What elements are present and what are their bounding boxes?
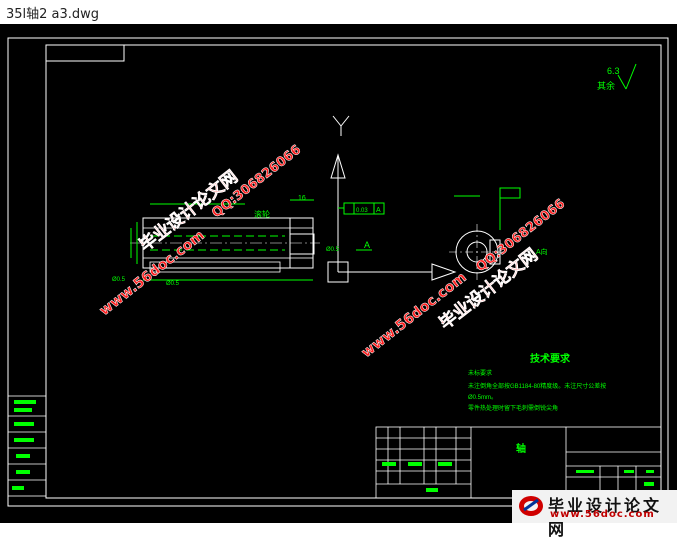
technical-notes: 技术要求 未标要求 未注倒角全部按GB1184-80精度级。未注尺寸公差按 Ø0… [468, 352, 606, 412]
inner-border [45, 44, 662, 499]
datum-label: A [364, 240, 370, 250]
tolerance-datum: A [376, 207, 381, 214]
outer-border [7, 37, 669, 507]
cad-drawing: 6.3 其余 16 [7, 37, 669, 507]
part-name: 轴 [516, 442, 526, 455]
ucs-icon [327, 115, 457, 283]
notes-line-2: 未注倒角全部按GB1184-80精度级。未注尺寸公差按 [468, 382, 606, 390]
dim-left-b: Ø0.5 [166, 281, 180, 287]
roughness-symbol: 6.3 其余 [597, 63, 637, 91]
roughness-value: 6.3 [607, 66, 620, 76]
dim-right: Ø0.5 [326, 247, 340, 253]
shaft-front-view: 16 滚轮 Ø0.5 Ø0.5 Ø0.5 A [112, 195, 372, 287]
left-revision-table [7, 395, 47, 497]
notes-line-3: Ø0.5mm。 [468, 395, 497, 401]
dim-left-a: Ø0.5 [112, 277, 126, 283]
window-titlebar: 35l轴2 a3.dwg [0, 0, 677, 25]
logo-url: www.56doc.com [550, 509, 655, 520]
notes-title: 技术要求 [530, 352, 571, 365]
site-logo: 毕业设计论文网 www.56doc.com [512, 490, 677, 539]
roughness-label: 其余 [597, 80, 615, 91]
section-view: A向 [449, 187, 548, 280]
notes-line-1: 未标要求 [468, 369, 492, 377]
drawing-viewport[interactable]: 6.3 其余 16 [0, 24, 677, 523]
watermark-right: 毕业设计论文网 www.56doc.com QQ:306826066 [358, 196, 568, 361]
label-slot: 滚轮 [254, 209, 270, 219]
section-label: A向 [536, 247, 548, 256]
notes-line-4: 零件热处理时留下毛刺需倒锐尖角 [468, 404, 558, 412]
title-block [375, 426, 662, 499]
window-title: 35l轴2 a3.dwg [6, 7, 100, 22]
tolerance-frame: 0.03 A [338, 202, 385, 215]
tolerance-value: 0.03 [356, 208, 368, 214]
watermark-left: 毕业设计论文网 www.56doc.com QQ:306826066 [96, 142, 304, 319]
dim-top: 16 [298, 195, 306, 202]
logo-mark-icon [519, 496, 543, 516]
code-box [45, 44, 125, 62]
